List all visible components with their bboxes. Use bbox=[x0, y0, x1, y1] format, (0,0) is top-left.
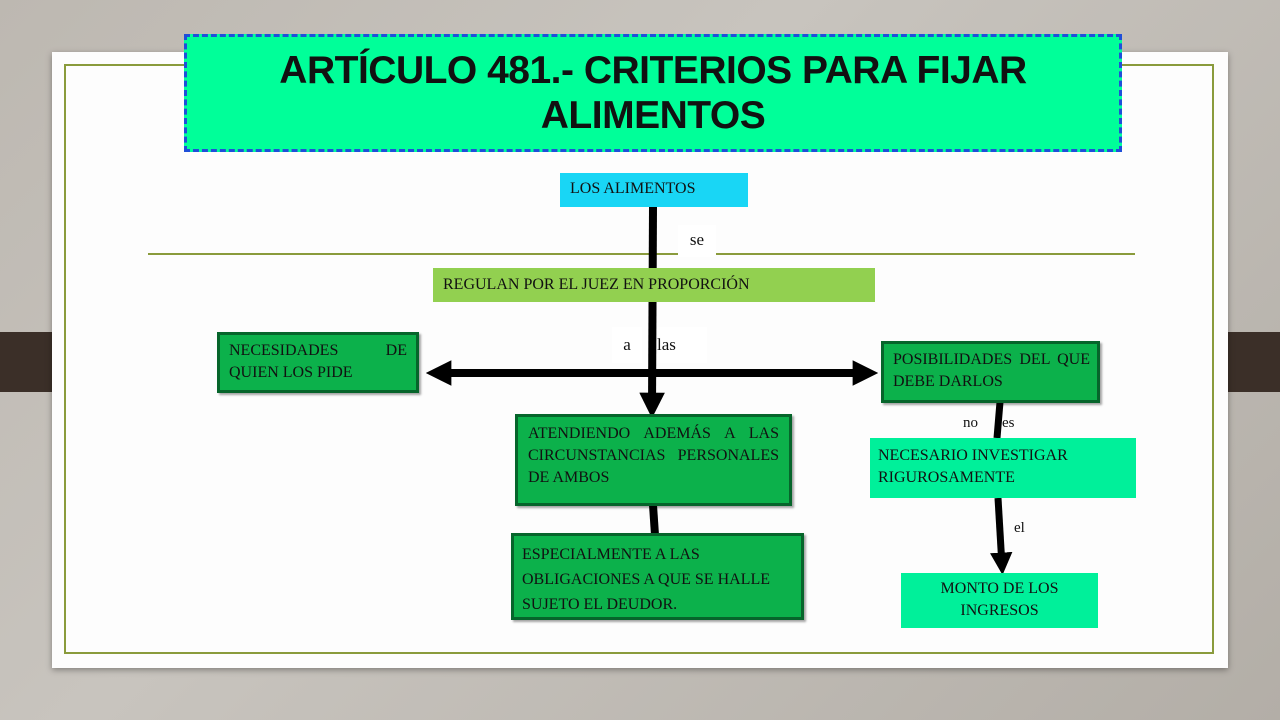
node-regulan: REGULAN POR EL JUEZ EN PROPORCIÓN bbox=[433, 268, 875, 302]
node-monto-label: MONTO DE LOS INGRESOS bbox=[940, 580, 1059, 619]
connector-es: es bbox=[1002, 415, 1015, 432]
node-posibilidades-label: POSIBILIDADES DEL QUE DEBE DARLOS bbox=[893, 351, 1090, 390]
connector-es-label: es bbox=[1002, 415, 1015, 431]
page-title: ARTÍCULO 481.- CRITERIOS PARA FIJAR ALIM… bbox=[279, 49, 1027, 137]
node-atendiendo-label: ATENDIENDO ADEMÁS A LAS CIRCUNSTANCIAS P… bbox=[528, 425, 779, 486]
right-arrow-line bbox=[990, 497, 1013, 575]
connector-a-label: a bbox=[623, 335, 631, 354]
node-posibilidades: POSIBILIDADES DEL QUE DEBE DARLOS bbox=[881, 341, 1100, 403]
node-monto: MONTO DE LOS INGRESOS bbox=[901, 573, 1098, 628]
node-regulan-label: REGULAN POR EL JUEZ EN PROPORCIÓN bbox=[443, 276, 750, 293]
node-especialmente-label: ESPECIALMENTE A LAS OBLIGACIONES A QUE S… bbox=[522, 546, 770, 613]
connector-el-label: el bbox=[1014, 520, 1025, 536]
connector-no: no bbox=[963, 415, 978, 432]
connector-se-label: se bbox=[689, 230, 705, 249]
connector-las: las bbox=[657, 327, 707, 363]
lower-trunk-line bbox=[649, 504, 659, 536]
connector-no-label: no bbox=[963, 415, 978, 431]
connector-las-label: las bbox=[657, 335, 676, 354]
connector-a: a bbox=[612, 327, 642, 363]
node-necesidades-label: NECESIDADES DE QUIEN LOS PIDE bbox=[229, 342, 407, 381]
node-los-alimentos: LOS ALIMENTOS bbox=[560, 173, 748, 207]
node-especialmente: ESPECIALMENTE A LAS OBLIGACIONES A QUE S… bbox=[511, 533, 804, 620]
connector-se: se bbox=[678, 225, 716, 257]
trunk-line bbox=[639, 206, 665, 419]
connector-el: el bbox=[1014, 520, 1025, 537]
node-necesario: NECESARIO INVESTIGAR RIGUROSAMENTE bbox=[870, 438, 1136, 498]
right-connector-line bbox=[993, 401, 1004, 439]
node-necesario-label: NECESARIO INVESTIGAR RIGUROSAMENTE bbox=[878, 447, 1068, 486]
divider-line bbox=[148, 253, 1135, 255]
node-necesidades: NECESIDADES DE QUIEN LOS PIDE bbox=[217, 332, 419, 393]
node-los-alimentos-label: LOS ALIMENTOS bbox=[570, 180, 696, 197]
node-atendiendo: ATENDIENDO ADEMÁS A LAS CIRCUNSTANCIAS P… bbox=[515, 414, 792, 506]
title-banner: ARTÍCULO 481.- CRITERIOS PARA FIJAR ALIM… bbox=[184, 34, 1122, 152]
